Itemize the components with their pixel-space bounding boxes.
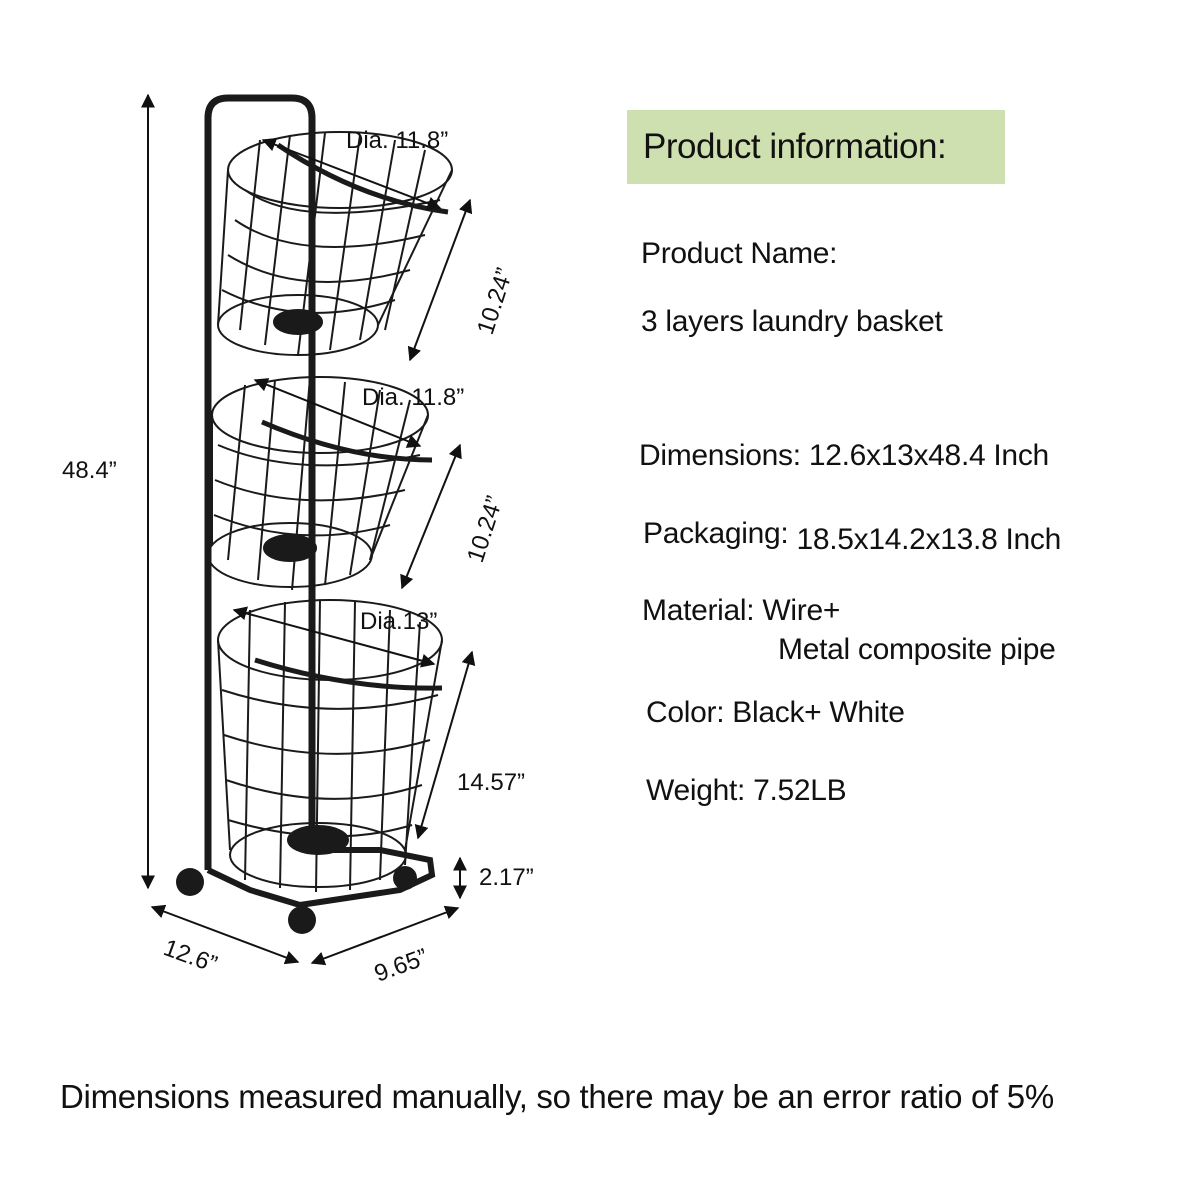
dimension-arrows: [141, 93, 476, 966]
wheel-front: [288, 906, 316, 934]
dimensions-row: Dimensions: 12.6x13x48.4 Inch: [639, 439, 1049, 473]
bottom-diameter-label: Dia.13”: [360, 608, 437, 635]
bottom-basket-height-label: 14.57”: [457, 769, 525, 796]
dimensions-value: 12.6x13x48.4 Inch: [808, 439, 1049, 472]
color-label: Color:: [646, 696, 725, 729]
weight-value: 7.52LB: [753, 774, 847, 807]
wheel-left: [176, 868, 204, 896]
middle-basket: [207, 376, 433, 591]
top-basket: [217, 131, 453, 356]
product-name-value: 3 layers laundry basket: [641, 305, 943, 338]
measurement-disclaimer: Dimensions measured manually, so there m…: [60, 1078, 1054, 1115]
middle-diameter-arrow: [253, 378, 422, 448]
top-basket-height-label: 10.24”: [472, 265, 519, 338]
packaging-value: 18.5x14.2x13.8 Inch: [796, 523, 1061, 556]
laundry-rack-illustration: [176, 94, 453, 934]
dimensions-label: Dimensions:: [639, 439, 801, 472]
color-value: Black+ White: [732, 696, 905, 729]
bottom-basket: [217, 599, 443, 893]
total-height-label: 48.4”: [62, 457, 117, 484]
weight-label: Weight:: [646, 774, 746, 807]
middle-basket-height-arrow: [400, 443, 462, 590]
wheel-right: [393, 866, 417, 890]
material-row: Material: Wire+: [642, 594, 840, 628]
top-diameter-label: Dia. 11.8”: [346, 127, 448, 154]
weight-row: Weight: 7.52LB: [646, 774, 847, 808]
base-depth-label: 9.65”: [371, 944, 432, 988]
rack-frame: [204, 94, 316, 870]
bottom-diameter-arrow: [232, 606, 436, 668]
top-basket-height-arrow: [407, 198, 473, 362]
base-depth-arrow: [310, 905, 460, 966]
packaging-label: Packaging:: [643, 517, 789, 550]
base-width-arrow: [150, 904, 300, 965]
material-value-line-1: Wire+: [762, 594, 841, 627]
top-diameter-arrow: [261, 137, 442, 211]
middle-diameter-label: Dia. 11.8”: [362, 384, 464, 411]
bottom-basket-height-arrow: [414, 650, 476, 840]
color-row: Color: Black+ White: [646, 696, 905, 730]
base-height-label: 2.17”: [479, 864, 534, 891]
base-width-label: 12.6”: [160, 934, 221, 978]
material-value-line-2: Metal composite pipe: [778, 633, 1056, 666]
packaging-row: Packaging: 18.5x14.2x13.8 Inch: [643, 517, 1061, 556]
middle-basket-height-label: 10.24”: [462, 493, 509, 566]
product-name-label: Product Name:: [641, 237, 838, 270]
product-info-header: Product information:: [627, 110, 1005, 184]
material-label: Material:: [642, 594, 755, 627]
